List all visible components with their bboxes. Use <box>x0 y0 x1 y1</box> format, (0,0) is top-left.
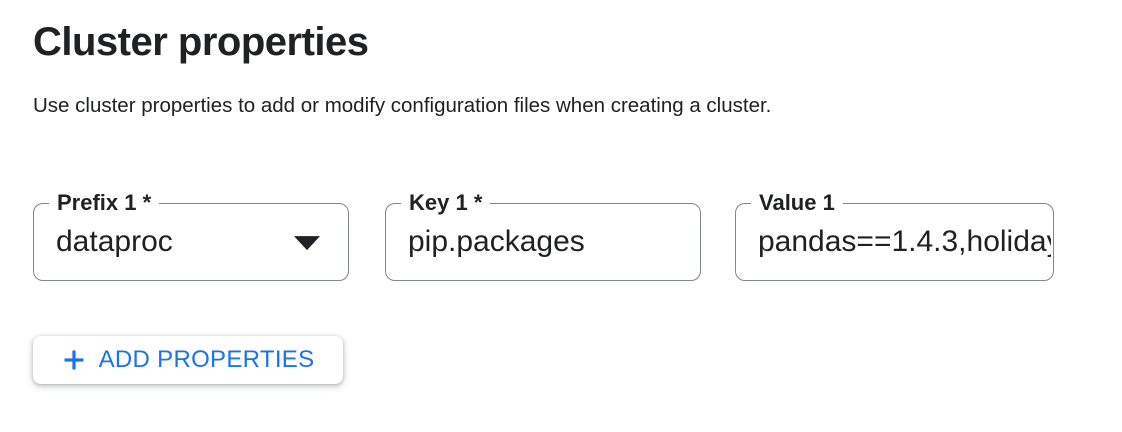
page-title: Cluster properties <box>33 20 369 64</box>
plus-icon <box>64 350 84 370</box>
value-label: Value 1 <box>751 191 843 214</box>
prefix-value: dataproc <box>56 225 173 258</box>
prefix-select[interactable]: Prefix 1 * dataproc <box>33 191 349 281</box>
add-properties-button[interactable]: ADD PROPERTIES <box>33 336 343 384</box>
key-input[interactable]: Key 1 * pip.packages <box>385 191 701 281</box>
prefix-label: Prefix 1 * <box>49 191 160 214</box>
dropdown-arrow-icon[interactable] <box>294 236 320 251</box>
value-value: pandas==1.4.3,holiday <box>758 225 1051 258</box>
value-input[interactable]: Value 1 pandas==1.4.3,holiday <box>735 191 1054 281</box>
key-value: pip.packages <box>408 225 585 258</box>
page-description: Use cluster properties to add or modify … <box>33 94 772 117</box>
key-label: Key 1 * <box>401 191 491 214</box>
add-properties-label: ADD PROPERTIES <box>98 346 315 373</box>
